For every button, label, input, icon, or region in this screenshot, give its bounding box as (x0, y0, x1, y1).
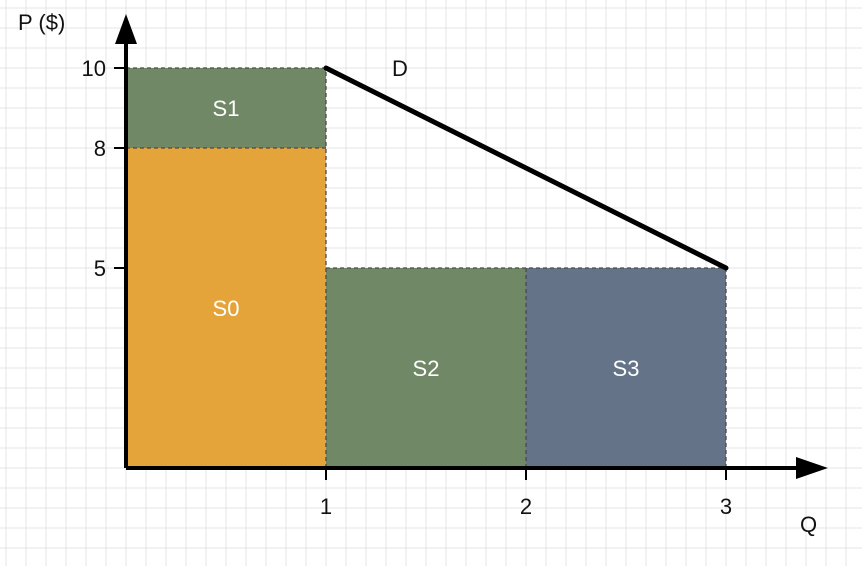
y-tick-label: 5 (94, 256, 106, 281)
region-label-s2: S2 (413, 356, 440, 381)
region-label-s1: S1 (213, 96, 240, 121)
region-s3 (526, 268, 726, 468)
y-axis-title: P ($) (18, 10, 65, 35)
y-axis-arrow-icon (115, 14, 137, 44)
region-s1 (126, 68, 326, 148)
axes-group (114, 14, 828, 480)
region-s0 (126, 148, 326, 468)
x-tick-label: 3 (720, 494, 732, 519)
y-tick-label: 8 (94, 136, 106, 161)
region-label-s3: S3 (613, 356, 640, 381)
region-s2 (326, 268, 526, 468)
area-regions (126, 68, 726, 468)
x-axis-title: Q (800, 512, 817, 537)
demand-curve (323, 65, 729, 271)
dashed-guides (126, 67, 727, 468)
demand-label: D (392, 56, 408, 81)
x-tick-label: 2 (520, 494, 532, 519)
x-axis-arrow-icon (796, 457, 828, 479)
region-label-s0: S0 (213, 296, 240, 321)
y-tick-label: 10 (82, 56, 106, 81)
demand-curve-group (323, 65, 729, 271)
x-tick-label: 1 (320, 494, 332, 519)
